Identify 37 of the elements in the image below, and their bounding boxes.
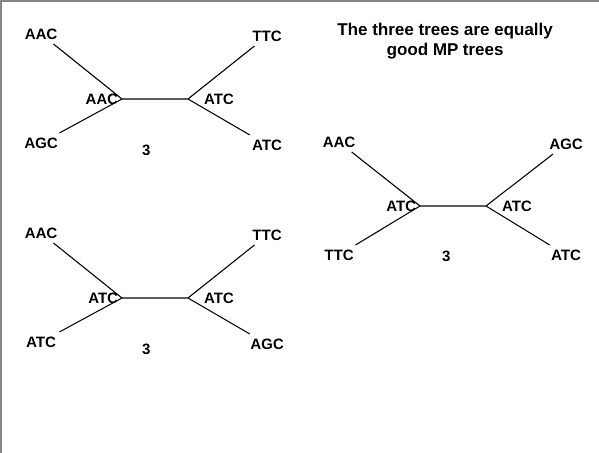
tree-branch — [188, 46, 255, 100]
title: The three trees are equally good MP trees — [336, 20, 554, 60]
tree-branch — [53, 242, 122, 298]
tree-branch — [122, 98, 188, 100]
sequence-label: ATC — [551, 248, 581, 262]
sequence-label: TTC — [252, 28, 282, 44]
sequence-label: ATC — [204, 92, 234, 106]
tree-branch — [486, 154, 554, 206]
sequence-label: AGC — [250, 336, 284, 352]
sequence-label: AAC — [24, 226, 58, 240]
sequence-label: ATC — [252, 138, 282, 152]
tree-length: 3 — [142, 342, 150, 357]
sequence-label: AGC — [549, 136, 583, 152]
sequence-label: TTC — [252, 228, 282, 242]
sequence-label: ATC — [88, 290, 118, 306]
tree-branch — [122, 297, 188, 299]
tree-branch — [486, 205, 550, 246]
sequence-label: AGC — [24, 136, 58, 150]
sequence-label: AAC — [24, 26, 58, 42]
sequence-label: AAC — [86, 92, 118, 106]
tree-branch — [59, 297, 122, 333]
tree-length: 3 — [142, 143, 150, 158]
tree-branch — [351, 152, 420, 206]
tree-branch — [188, 244, 255, 298]
sequence-label: ATC — [26, 334, 56, 350]
tree-branch — [188, 98, 250, 136]
tree-length: 3 — [442, 249, 450, 264]
tree-branch — [355, 205, 420, 246]
sequence-label: TTC — [324, 248, 354, 262]
sequence-label: AAC — [322, 134, 356, 150]
sequence-label: ATC — [386, 198, 416, 214]
sequence-label: ATC — [204, 290, 234, 306]
tree-branch — [53, 44, 122, 100]
sequence-label: ATC — [502, 198, 532, 214]
tree-branch — [420, 205, 486, 207]
tree-branch — [59, 98, 122, 134]
tree-branch — [188, 297, 250, 335]
